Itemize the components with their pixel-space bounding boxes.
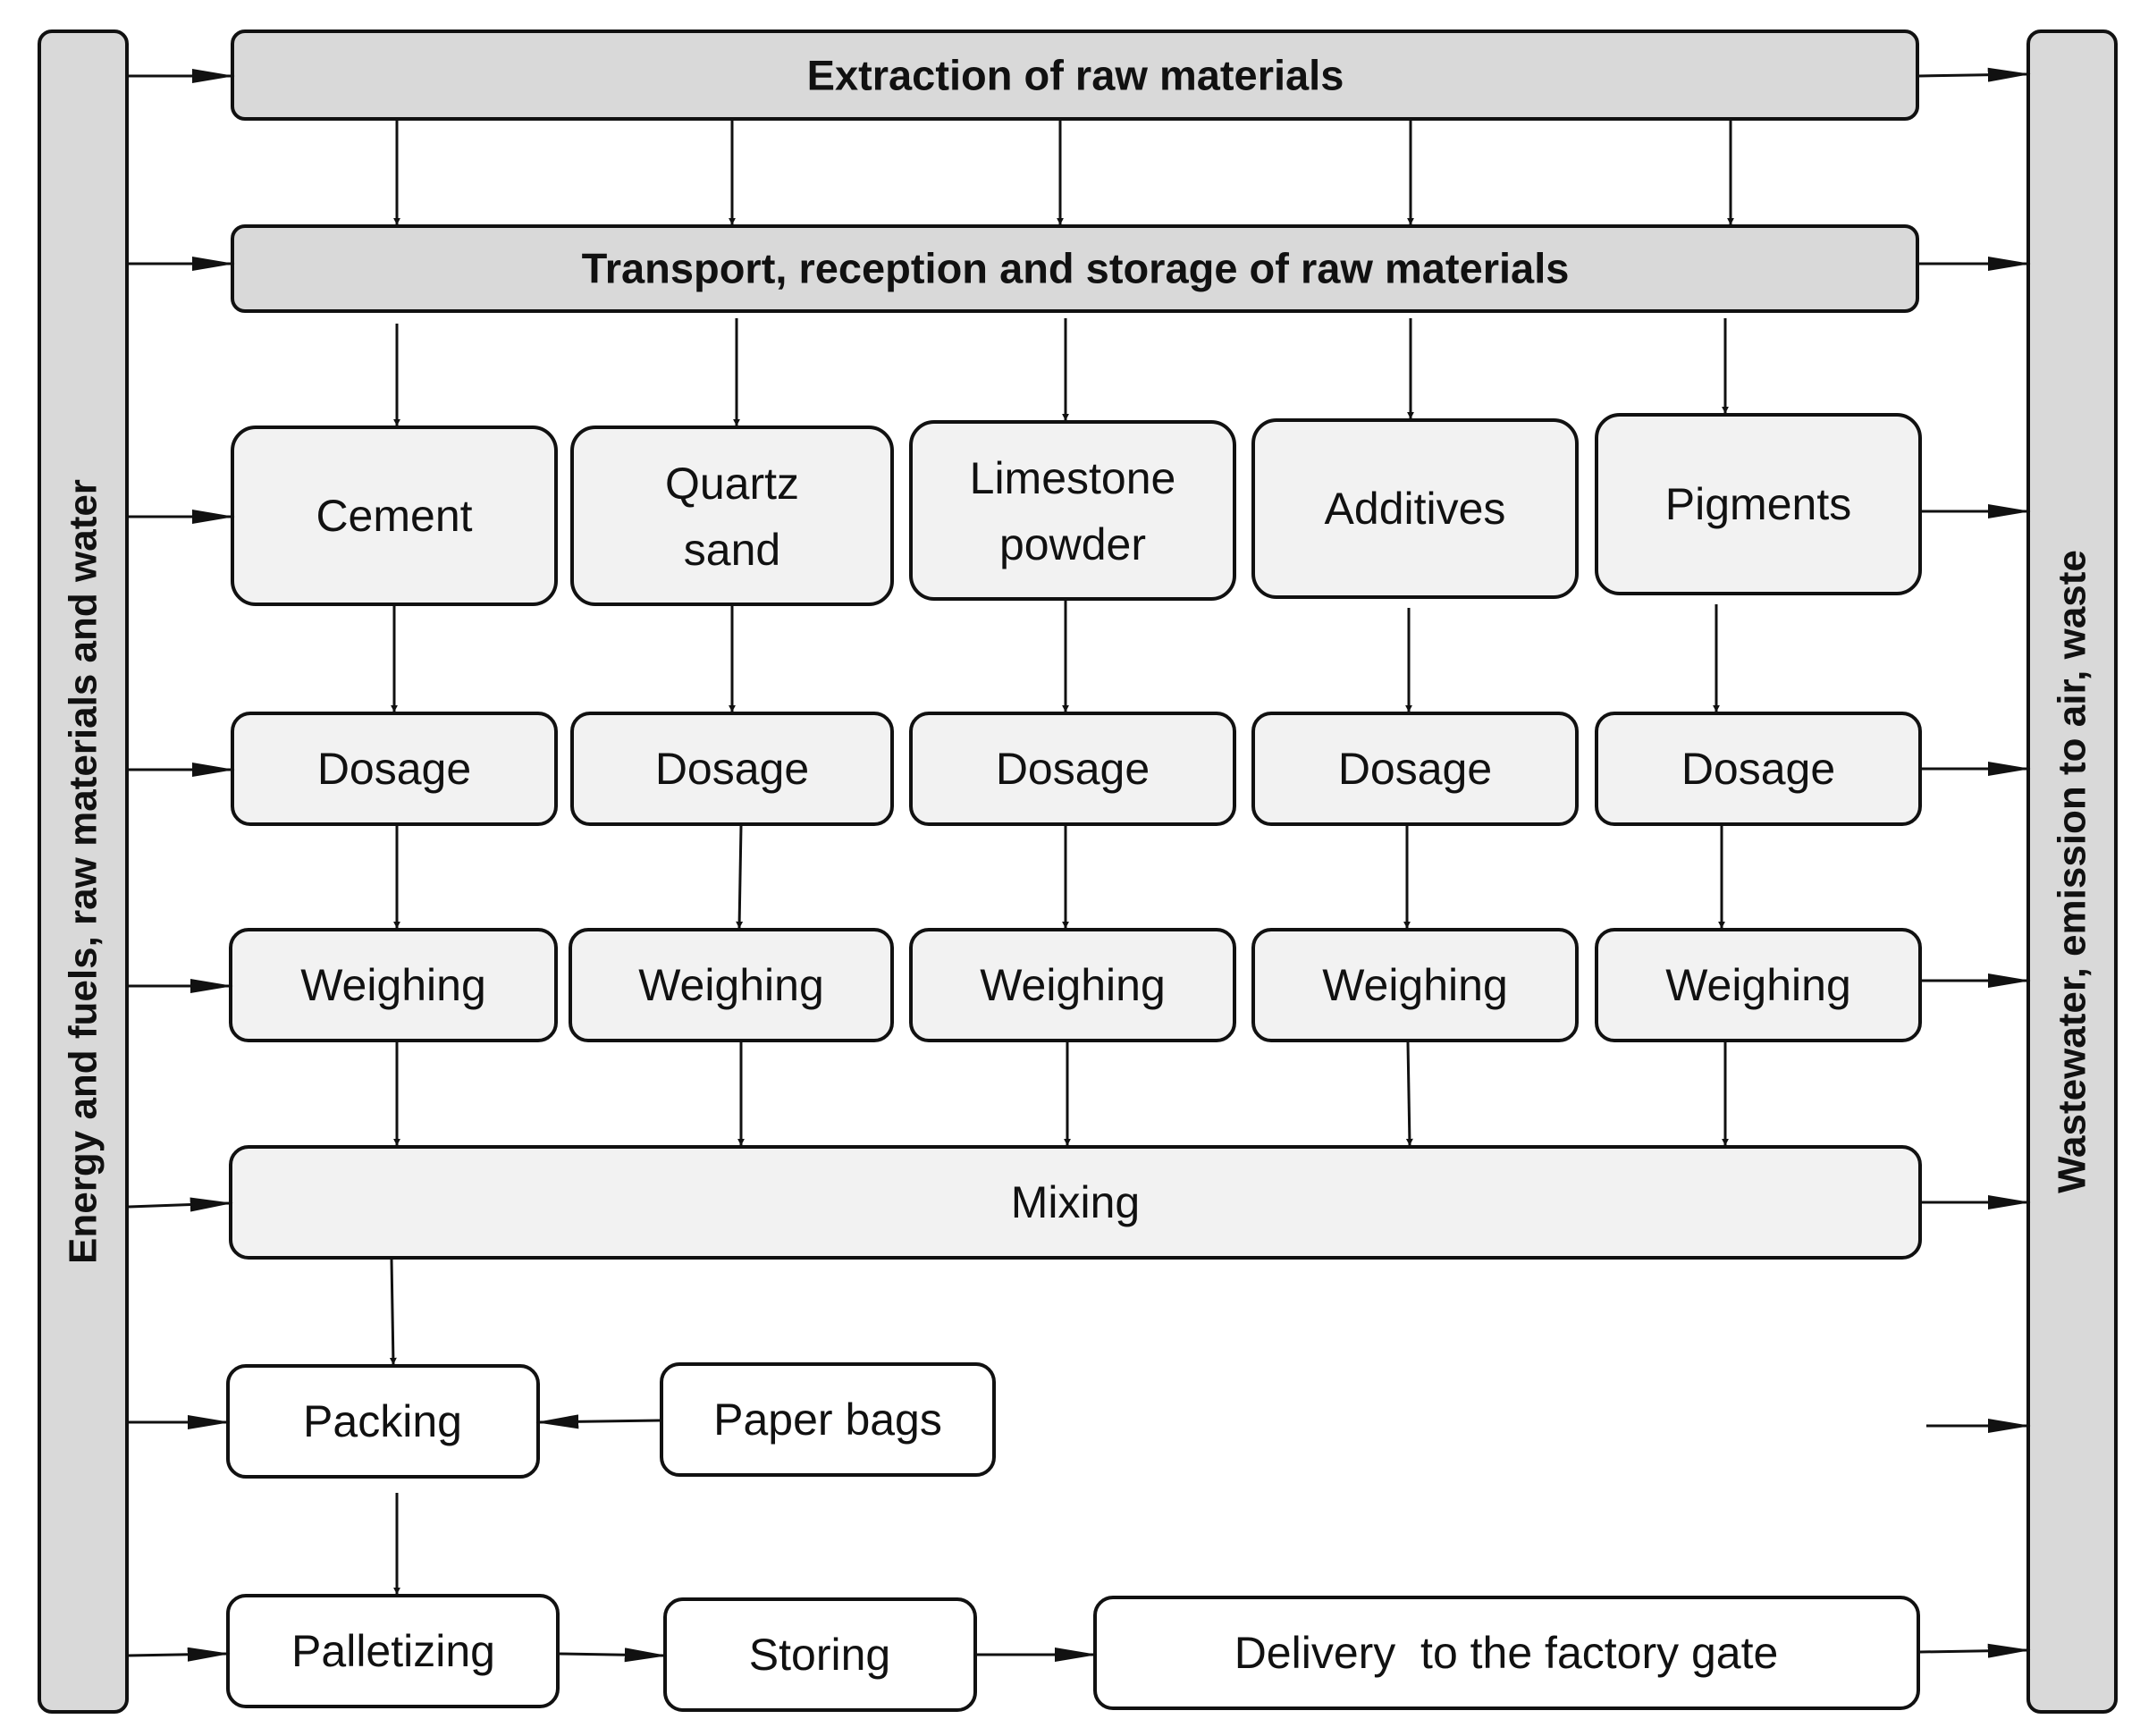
dosage-box-1: Dosage [231,712,558,826]
dosage-box-2: Dosage [570,712,894,826]
mixing-label: Mixing [1011,1177,1140,1227]
palletizing-box: Palletizing [226,1594,560,1708]
delivery-box: Delivery to the factory gate [1093,1596,1920,1710]
material-limestone-powder-box: Limestone powder [909,420,1236,601]
extraction-label: Extraction of raw materials [807,52,1344,99]
arrow-down [736,825,744,929]
material-quartz-sand-label-line2: sand [684,525,780,575]
output-bar-label: Wastewater, emission to air, waste [2051,550,2094,1193]
extraction-box: Extraction of raw materials [231,29,1919,121]
input-bar-label: Energy and fuels, raw materials and wate… [62,479,105,1264]
output-bar: Wastewater, emission to air, waste [2026,29,2118,1714]
palletizing-label: Palletizing [291,1626,495,1676]
material-additives-box: Additives [1251,418,1579,599]
material-limestone-powder-label-line2: powder [999,519,1146,569]
paper-bags-label: Paper bags [713,1395,942,1445]
material-cement-label: Cement [316,491,472,541]
dosage-label: Dosage [655,744,809,794]
dosage-label: Dosage [996,744,1150,794]
arrow-mixing-packing [389,1259,397,1365]
weighing-box-2: Weighing [569,928,894,1042]
arrows-dosage-weighing [393,825,1725,929]
arrows-weighing-mixing [393,1041,1729,1146]
arrow-paperbags-packing [535,1414,661,1429]
material-additives-label: Additives [1325,484,1506,534]
dosage-box-5: Dosage [1595,712,1922,826]
material-pigments-box: Pigments [1595,413,1922,595]
arrow-input-mixing [128,1197,233,1212]
dosage-label: Dosage [1681,744,1835,794]
arrows-transport-materials [393,318,1729,426]
weighing-box-1: Weighing [229,928,558,1042]
transport-label: Transport, reception and storage of raw … [582,245,1570,292]
input-bar: Energy and fuels, raw materials and wate… [38,29,129,1714]
arrow-input-palletizing [128,1647,231,1662]
dosage-box-3: Dosage [909,712,1236,826]
mixing-box: Mixing [229,1145,1922,1260]
arrow-palletizing-storing [559,1648,668,1663]
transport-box: Transport, reception and storage of raw … [231,224,1919,313]
paper-bags-box: Paper bags [660,1362,996,1477]
packing-box: Packing [226,1364,540,1479]
weighing-label: Weighing [1665,960,1851,1010]
storing-label: Storing [749,1630,890,1680]
material-quartz-sand-label-line1: Quartz [665,459,799,509]
arrows-materials-dosage [391,601,1720,712]
dosage-label: Dosage [317,744,471,794]
packing-label: Packing [303,1396,462,1446]
material-quartz-sand-box: Quartz sand [570,426,894,606]
weighing-label: Weighing [980,960,1166,1010]
weighing-label: Weighing [638,960,824,1010]
weighing-label: Weighing [1322,960,1508,1010]
weighing-box-3: Weighing [909,928,1236,1042]
dosage-label: Dosage [1338,744,1492,794]
weighing-label: Weighing [300,960,486,1010]
dosage-box-4: Dosage [1251,712,1579,826]
material-cement-box: Cement [231,426,558,606]
arrows-extraction-transport [393,121,1734,225]
material-limestone-powder-label-line1: Limestone [970,453,1176,503]
weighing-box-5: Weighing [1595,928,1922,1042]
arrow-down [1405,1041,1413,1146]
material-pigments-label: Pigments [1665,479,1851,529]
arrow-delivery-output [1919,1643,2031,1658]
arrow-extraction-output [1918,67,2031,82]
storing-box: Storing [663,1597,977,1712]
weighing-box-4: Weighing [1251,928,1579,1042]
delivery-label: Delivery to the factory gate [1234,1628,1779,1678]
